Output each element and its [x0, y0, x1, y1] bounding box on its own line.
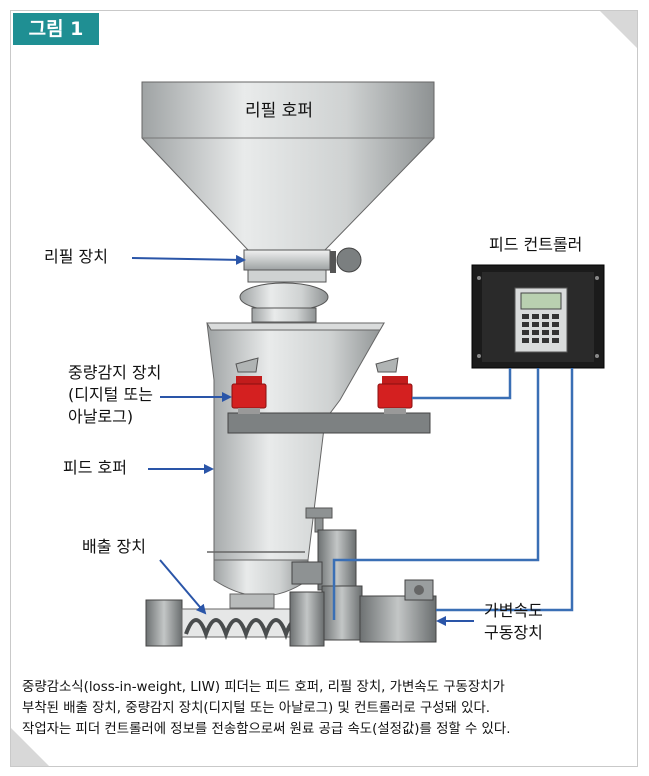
label-refill-hopper: 리필 호퍼 [245, 101, 313, 121]
label-refill-device: 리필 장치 [44, 247, 108, 266]
load-cell-right [375, 357, 413, 414]
label-load-cell-line2: (디지털 또는 [68, 385, 153, 404]
label-feed-controller: 피드 컨트롤러 [489, 235, 583, 254]
figure-caption: 중량감소식(loss-in-weight, LIW) 피더는 피드 호퍼, 리필… [22, 677, 628, 740]
label-discharge-device: 배출 장치 [82, 537, 146, 556]
label-arrows [131, 254, 474, 626]
weighing-platform [227, 412, 431, 434]
arrow-discharge-device [159, 559, 207, 615]
load-cell-left [231, 357, 267, 414]
caption-line-1: 중량감소식(loss-in-weight, LIW) 피더는 피드 호퍼, 리필… [22, 680, 505, 695]
figure-badge: 그림 1 [13, 13, 99, 45]
label-drive-line1: 가변속도 [484, 601, 543, 620]
label-load-cell-line3: 아날로그) [68, 407, 134, 426]
refill-valve [243, 247, 362, 283]
label-load-cell-line1: 중량감지 장치 [68, 363, 162, 382]
corner-fold-bottom-left [11, 728, 49, 766]
discharge-screw [145, 591, 325, 647]
caption-line-3: 작업자는 피더 컨트롤러에 정보를 전송함으로써 원료 공급 속도(설정값)를 … [22, 722, 511, 737]
arrow-refill-device [131, 254, 246, 265]
label-feed-hopper: 피드 호퍼 [63, 458, 127, 477]
label-drive-line2: 구동장치 [484, 623, 543, 642]
caption-line-2: 부착된 배출 장치, 중량감지 장치(디지털 또는 아날로그) 및 컨트롤러로 … [22, 701, 491, 716]
controller-wiring [332, 368, 574, 620]
bellows-connector [239, 282, 329, 323]
feed-controller [471, 264, 605, 369]
corner-fold-top-right [600, 11, 637, 48]
